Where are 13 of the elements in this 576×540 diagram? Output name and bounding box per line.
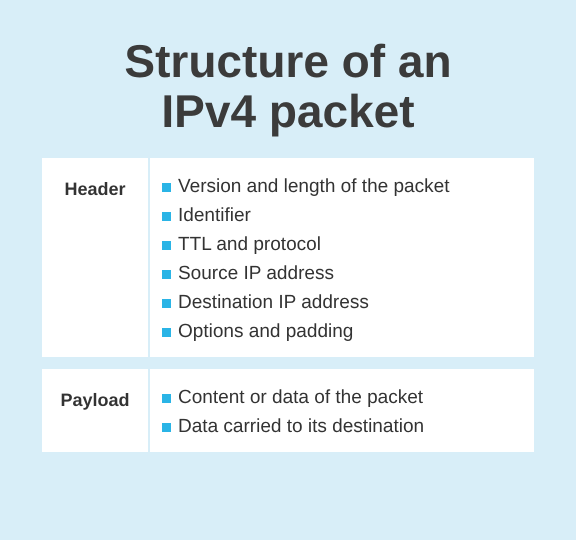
list-item: Options and padding <box>178 320 354 344</box>
list-item: Identifier <box>178 204 251 228</box>
list-item: Data carried to its destination <box>178 415 424 439</box>
list-item: TTL and protocol <box>178 233 321 257</box>
row-heading: Header <box>64 178 126 201</box>
list-item: Source IP address <box>178 262 334 286</box>
title: Structure of an IPv4 packet <box>123 36 453 136</box>
list-item: Content or data of the packet <box>178 386 424 410</box>
row-heading: Payload <box>60 389 130 412</box>
list-item: Version and length of the packet <box>178 175 450 199</box>
list-item: Destination IP address <box>178 291 369 315</box>
table-row <box>42 369 534 452</box>
table-row <box>42 158 534 357</box>
